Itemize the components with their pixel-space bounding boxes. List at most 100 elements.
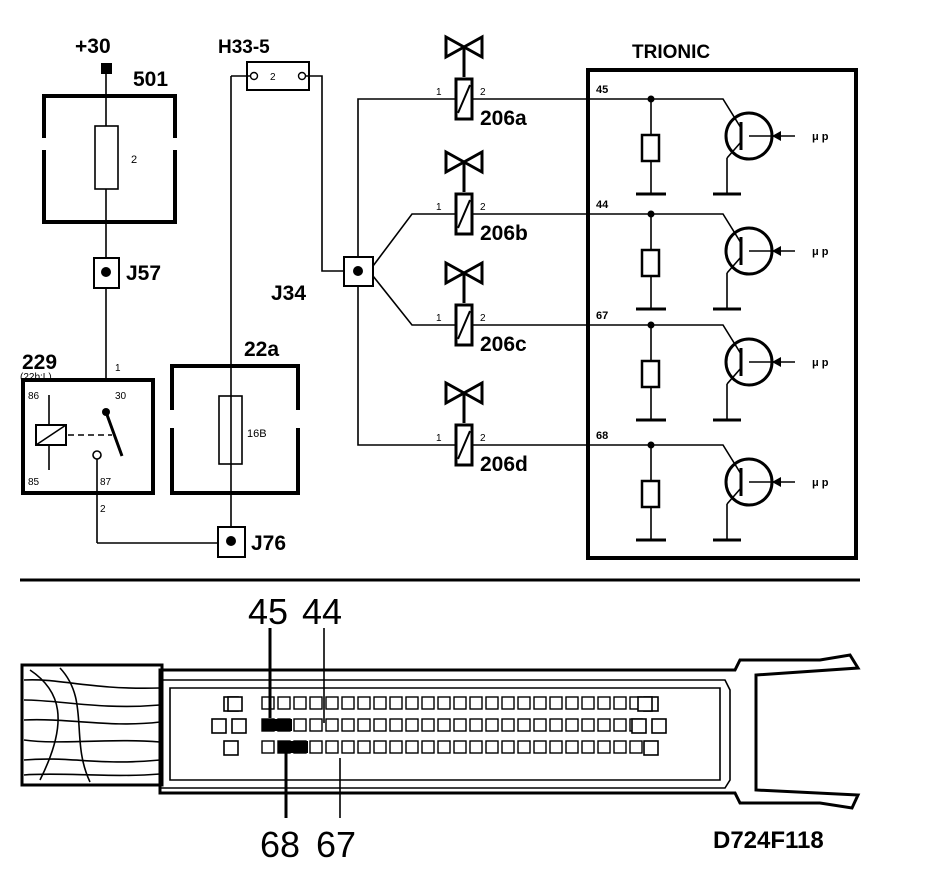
valves: 1 2 206a 1 2 206b 1 2 206c 1 2 206d bbox=[436, 34, 706, 476]
relay-switch bbox=[104, 411, 124, 457]
guide-key bbox=[231, 718, 247, 734]
valve-pin-1: 1 bbox=[436, 313, 442, 324]
relay-229: 229 (22b:L) 1 86 30 85 87 2 bbox=[20, 351, 220, 544]
valve-id: 206a bbox=[480, 107, 527, 130]
label-pin-68: 68 bbox=[260, 824, 300, 865]
connector-pin bbox=[453, 696, 467, 710]
connector-pin bbox=[629, 740, 643, 754]
connector-pin bbox=[469, 740, 483, 754]
valve-id: 206d bbox=[480, 453, 528, 476]
connector-pin bbox=[533, 696, 547, 710]
connector-pin bbox=[613, 696, 627, 710]
valve-pin-1: 1 bbox=[436, 433, 442, 444]
connector-pin bbox=[405, 718, 419, 732]
power-supply-section: +30 501 2 J57 229 (22b:L) 1 86 30 85 87 bbox=[20, 35, 300, 558]
guide-key bbox=[651, 718, 667, 734]
distribution-section: H33-5 2 J34 bbox=[218, 37, 456, 446]
ecu-pin-label: 67 bbox=[596, 310, 608, 322]
connector-pin bbox=[325, 740, 339, 754]
guide-key bbox=[223, 740, 239, 756]
connector-pin bbox=[389, 696, 403, 710]
connector-pin bbox=[373, 740, 387, 754]
connector-pin bbox=[373, 696, 387, 710]
connector-pin bbox=[421, 696, 435, 710]
microprocessor-label: μ p bbox=[812, 477, 829, 489]
valve-pin-1: 1 bbox=[436, 202, 442, 213]
valve-pin-2: 2 bbox=[480, 313, 486, 324]
connector-pin bbox=[261, 696, 275, 710]
connector-pin bbox=[485, 718, 499, 732]
microprocessor-label: μ p bbox=[812, 131, 829, 143]
junction-j76: J76 bbox=[217, 526, 286, 558]
connector-pin bbox=[597, 718, 611, 732]
pulldown-resistor bbox=[640, 359, 661, 389]
relay-pin-87: 87 bbox=[100, 477, 112, 488]
connector-pin bbox=[565, 740, 579, 754]
connector-pin bbox=[453, 740, 467, 754]
fusebox-id: 501 bbox=[133, 68, 168, 91]
ecu-pin-label: 45 bbox=[596, 84, 608, 96]
driver-stage-68: 68μ p bbox=[596, 430, 829, 542]
connector-pin bbox=[293, 696, 307, 710]
connector-pin bbox=[469, 718, 483, 732]
valve-pin-2: 2 bbox=[480, 433, 486, 444]
cable-bundle bbox=[20, 663, 164, 787]
fuse-22a-id: 22a bbox=[244, 338, 279, 361]
guide-key bbox=[227, 696, 243, 712]
highlight-pin-68 bbox=[278, 741, 308, 753]
fuse-22a: 22a 16B bbox=[170, 338, 300, 495]
relay-sub: (22b:L) bbox=[20, 372, 52, 383]
connector-pin bbox=[549, 740, 563, 754]
connector-pin bbox=[565, 718, 579, 732]
guide-key bbox=[637, 696, 653, 712]
connector-pin-grid bbox=[211, 696, 667, 756]
pulldown-resistor bbox=[640, 479, 661, 509]
connector-pin bbox=[485, 740, 499, 754]
h33-label: H33-5 bbox=[218, 37, 270, 58]
highlight-pin-45 bbox=[262, 719, 292, 731]
ecu-connector-view: 45 44 68 67 bbox=[20, 591, 861, 865]
valve-pin-2: 2 bbox=[480, 202, 486, 213]
microprocessor-label: μ p bbox=[812, 357, 829, 369]
connector-pin bbox=[421, 718, 435, 732]
j76-label: J76 bbox=[251, 532, 286, 555]
connector-pin bbox=[453, 718, 467, 732]
connector-pin bbox=[533, 718, 547, 732]
fuse-2 bbox=[94, 125, 119, 190]
guide-key bbox=[643, 740, 659, 756]
connector-pin bbox=[581, 696, 595, 710]
j34-label: J34 bbox=[271, 282, 306, 305]
connector-pin bbox=[277, 696, 291, 710]
junction-j57: J57 bbox=[93, 257, 161, 289]
connector-pin bbox=[613, 718, 627, 732]
connector-pin bbox=[357, 718, 371, 732]
valve-id: 206b bbox=[480, 222, 528, 245]
relay-pin-86: 86 bbox=[28, 391, 40, 402]
connector-pin bbox=[293, 718, 307, 732]
connector-pin bbox=[469, 696, 483, 710]
connector-pin bbox=[613, 740, 627, 754]
connector-pin bbox=[325, 696, 339, 710]
connector-pin bbox=[597, 740, 611, 754]
valve-pin-1: 1 bbox=[436, 87, 442, 98]
valve-id: 206c bbox=[480, 333, 527, 356]
connector-pin bbox=[437, 696, 451, 710]
connector-pin bbox=[517, 740, 531, 754]
valve-206b: 1 2 206b bbox=[436, 149, 706, 245]
valve-206d: 1 2 206d bbox=[436, 380, 706, 476]
valve-pin-2: 2 bbox=[480, 87, 486, 98]
label-pin-44: 44 bbox=[302, 591, 342, 632]
connector-pin bbox=[501, 740, 515, 754]
connector-pin bbox=[373, 718, 387, 732]
pulldown-resistor bbox=[640, 248, 661, 278]
connector-pin bbox=[357, 696, 371, 710]
driver-stage-45: 45 μ p bbox=[596, 84, 829, 196]
connector-pin bbox=[261, 740, 275, 754]
trionic-title: TRIONIC bbox=[632, 42, 710, 63]
connector-pin bbox=[309, 696, 323, 710]
fusebox-501: 501 2 bbox=[42, 68, 177, 224]
microprocessor-label: μ p bbox=[812, 246, 829, 258]
connector-pin bbox=[565, 696, 579, 710]
